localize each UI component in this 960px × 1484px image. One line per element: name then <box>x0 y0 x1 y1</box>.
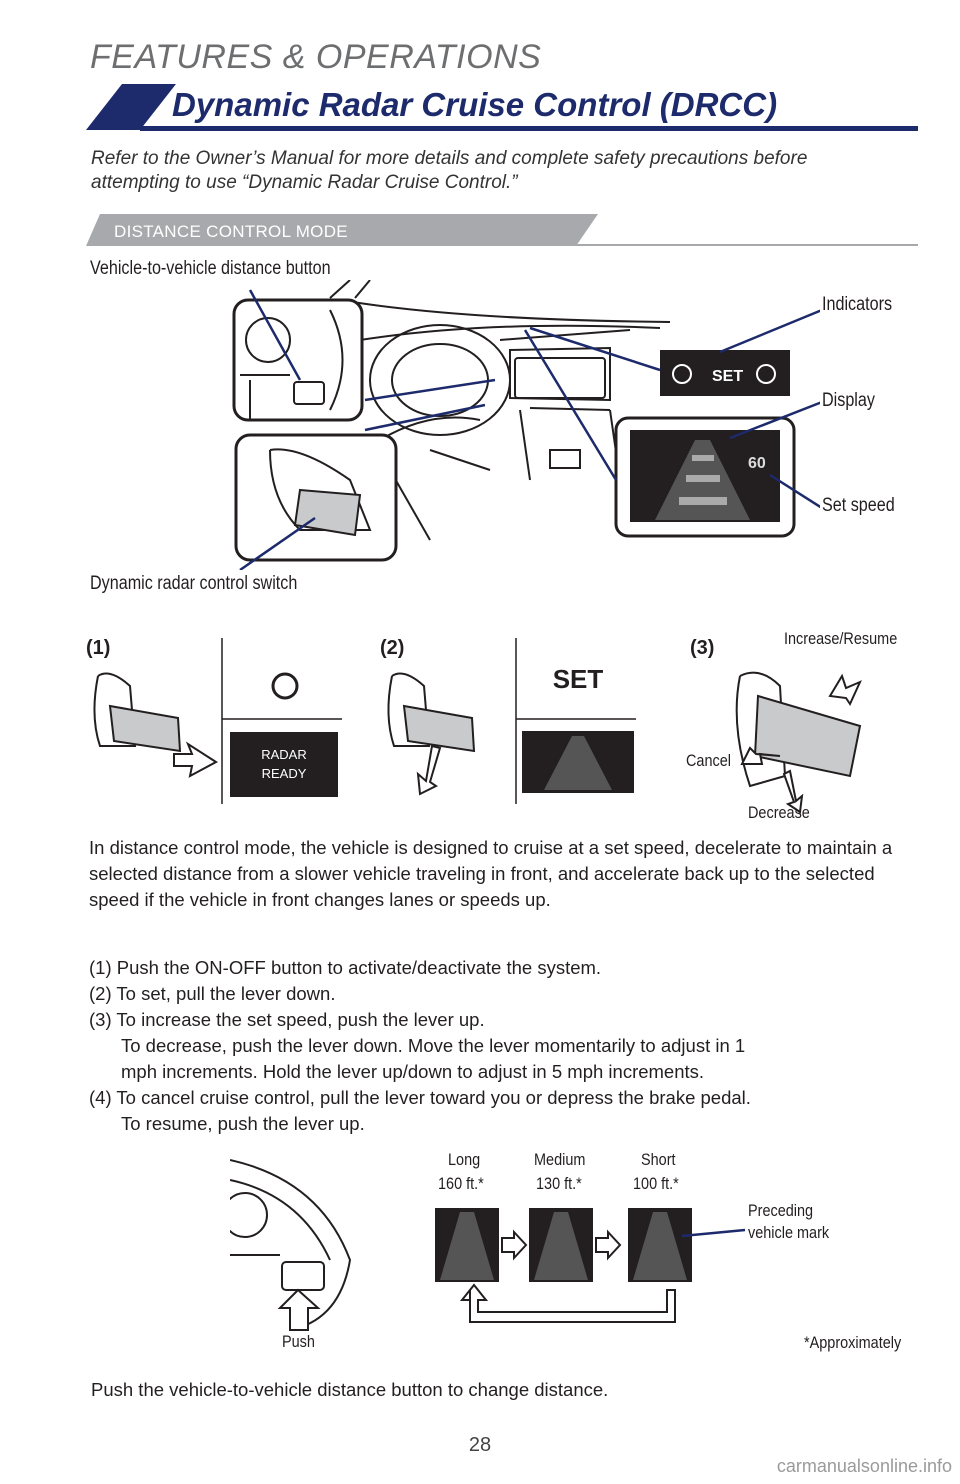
list-item: (2) To set, pull the lever down. <box>89 983 336 1004</box>
label-radar-switch: Dynamic radar control switch <box>90 573 298 594</box>
list-item: mph increments. Hold the lever up/down t… <box>121 1061 705 1082</box>
list-item: (1) Push the ON-OFF button to activate/d… <box>89 957 602 978</box>
watermark: carmanualsonline.info <box>776 1456 952 1476</box>
label-long: Long <box>448 1150 481 1169</box>
value-medium: 130 ft.* <box>536 1174 582 1193</box>
radar-ready-line2: READY <box>262 766 307 781</box>
set-indicator: SET <box>553 664 604 694</box>
label-indicators: Indicators <box>822 294 893 315</box>
list-item: To decrease, push the lever down. Move t… <box>121 1035 746 1056</box>
list-item: (4) To cancel cruise control, pull the l… <box>89 1087 751 1108</box>
label-display: Display <box>822 390 875 411</box>
label-increase-resume: Increase/Resume <box>784 629 898 648</box>
label-vehicle-distance-button: Vehicle-to-vehicle distance button <box>90 258 331 279</box>
label-medium: Medium <box>534 1150 586 1169</box>
value-long: 160 ft.* <box>438 1174 484 1193</box>
list-item: To resume, push the lever up. <box>121 1113 365 1134</box>
label-short: Short <box>641 1150 676 1169</box>
distance-illustration <box>230 1159 746 1331</box>
step-2-label: (2) <box>380 637 405 659</box>
label-approximately: *Approximately <box>804 1333 902 1352</box>
distance-caption: Push the vehicle-to-vehicle distance but… <box>91 1379 609 1400</box>
cockpit-illustration: SET 60 <box>232 280 820 570</box>
label-set-speed: Set speed <box>822 495 895 516</box>
mode-heading: DISTANCE CONTROL MODE <box>114 222 348 241</box>
label-cancel: Cancel <box>686 751 731 770</box>
label-preceding-2: vehicle mark <box>748 1223 830 1242</box>
list-item: (3) To increase the set speed, push the … <box>89 1009 485 1030</box>
display-speed: 60 <box>748 455 766 472</box>
intro-text: Refer to the Owner’s Manual for more det… <box>91 148 808 193</box>
step-1-label: (1) <box>86 637 111 659</box>
step-3-label: (3) <box>690 637 715 659</box>
radar-ready-line1: RADAR <box>261 747 307 762</box>
section-title: FEATURES & OPERATIONS <box>90 38 542 76</box>
indicator-set-text: SET <box>712 368 743 385</box>
page-title: Dynamic Radar Cruise Control (DRCC) <box>172 86 778 123</box>
page-number: 28 <box>468 1434 492 1456</box>
value-short: 100 ft.* <box>633 1174 679 1193</box>
description-paragraph: In distance control mode, the vehicle is… <box>89 837 893 910</box>
title-bar <box>86 84 918 131</box>
steps-illustration: RADAR READY SET <box>93 638 862 814</box>
mode-bar <box>86 214 918 246</box>
label-push: Push <box>282 1332 315 1351</box>
label-preceding-1: Preceding <box>748 1201 814 1220</box>
